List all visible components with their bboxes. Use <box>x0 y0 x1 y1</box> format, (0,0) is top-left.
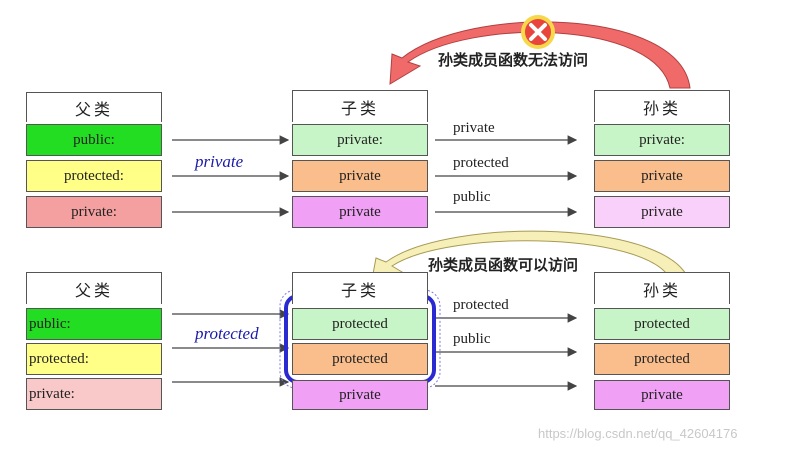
bottom-parent-public: public: <box>26 308 162 340</box>
bottom-grandchild-header: 孙类 <box>594 272 730 304</box>
top-grandchild-header: 孙类 <box>594 90 730 122</box>
bottom-child-row-3: private <box>292 380 428 410</box>
top-inheritance-mode: private <box>195 152 244 171</box>
allowed-curved-arrow <box>369 230 691 291</box>
top-child-row-1: private: <box>292 124 428 156</box>
top-child-header: 子类 <box>292 90 428 122</box>
top-parent-private: private: <box>26 196 162 228</box>
denied-curved-arrow <box>389 21 691 89</box>
bottom-arrow-label-2: public <box>453 331 491 347</box>
bottom-arrow-label-1: protected <box>453 297 509 313</box>
bottom-child-row-2: protected <box>292 343 428 375</box>
top-parent-protected: protected: <box>26 160 162 192</box>
bottom-child-header: 子类 <box>292 272 428 304</box>
bottom-child-row-1: protected <box>292 308 428 340</box>
bottom-parent-protected: protected: <box>26 343 162 375</box>
top-child-row-2: private <box>292 160 428 192</box>
bottom-note: 孙类成员函数可以访问 <box>428 256 579 274</box>
bottom-grandchild-row-2: protected <box>594 343 730 375</box>
top-grandchild-row-3: private <box>594 196 730 228</box>
top-arrow-label-2: protected <box>453 155 509 171</box>
bottom-grandchild-row-1: protected <box>594 308 730 340</box>
top-parent-public: public: <box>26 124 162 156</box>
bottom-grandchild-row-3: private <box>594 380 730 410</box>
top-arrow-label-1: private <box>453 120 495 136</box>
denied-x-icon <box>521 15 555 49</box>
bottom-inheritance-mode: protected <box>195 324 259 343</box>
bottom-parent-header: 父类 <box>26 272 162 304</box>
top-grandchild-row-1: private: <box>594 124 730 156</box>
top-note: 孙类成员函数无法访问 <box>438 51 589 69</box>
top-arrow-label-3: public <box>453 189 491 205</box>
top-parent-header: 父类 <box>26 92 162 122</box>
top-child-row-3: private <box>292 196 428 228</box>
bottom-parent-private: private: <box>26 378 162 410</box>
top-grandchild-row-2: private <box>594 160 730 192</box>
watermark: https://blog.csdn.net/qq_42604176 <box>538 426 738 441</box>
